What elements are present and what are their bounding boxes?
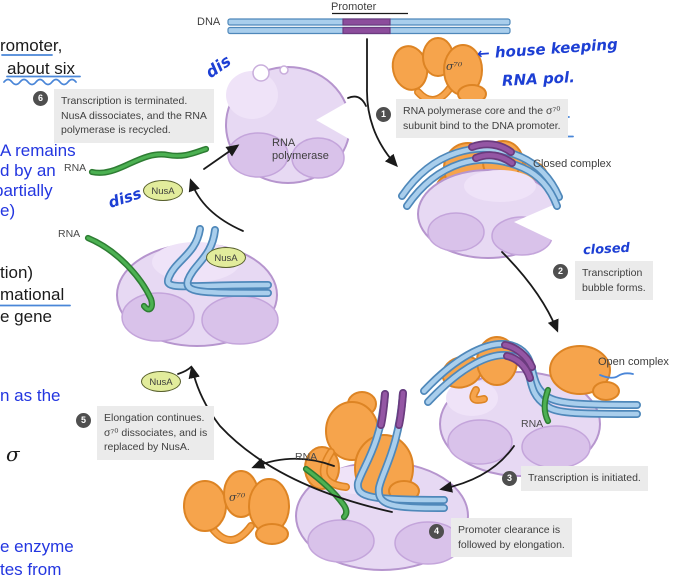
- promoter-region: [342, 18, 391, 26]
- arrow-polymerase-recycled: [203, 144, 240, 170]
- nusa-oval-bound: NusA: [206, 247, 246, 268]
- step-5-number: 5: [76, 413, 91, 428]
- arrow-elongation-continues: [188, 365, 393, 513]
- step-6-line2: NusA dissociates, and the RNA: [61, 109, 207, 122]
- step-6-line3: polymerase is recycled.: [61, 124, 171, 136]
- open-complex-label: Open complex: [598, 356, 669, 368]
- margin-note-7: mational: [0, 285, 65, 304]
- margin-note-3: d by an: [0, 161, 56, 180]
- arrow-sigma-dissociates: [251, 457, 335, 469]
- arrow-open-to-elongation: [439, 445, 515, 493]
- open-complex-underline: [599, 372, 634, 379]
- bottom-initiation-complex-art: [295, 389, 469, 571]
- handwriting-house-keeping-line2: RNA pol.: [501, 68, 576, 90]
- margin-note-12: tes from: [0, 560, 62, 579]
- margin-note-8: e gene: [0, 307, 52, 326]
- step-5-box: Elongation continues. σ⁷⁰ dissociates, a…: [97, 406, 215, 460]
- step-1-line2: subunit bind to the DNA promoter.: [403, 119, 561, 132]
- margin-note-2: A remains: [0, 141, 76, 160]
- handwriting-closed: closed: [582, 240, 631, 259]
- arrow-promoter-binding: [366, 38, 398, 168]
- step-4-line1: Promoter clearance is: [458, 524, 561, 536]
- arrow-closed-to-open: [501, 251, 559, 333]
- sigma-factor-blob-top: [391, 37, 487, 104]
- free-rna-polymerase-blob: [225, 64, 372, 184]
- step-5-line3: replaced by NusA.: [104, 441, 190, 453]
- step-2-box: Transcription bubble forms.: [575, 261, 653, 300]
- margin-note-10-sigma: σ: [6, 442, 20, 466]
- margin-note-0: romoter,: [0, 36, 63, 55]
- released-sigma-blob: [183, 470, 290, 545]
- margin-note-11: e enzyme: [0, 537, 74, 556]
- margin-note-6: tion): [0, 263, 34, 282]
- closed-complex-label: Closed complex: [533, 158, 612, 170]
- dna-label: DNA: [197, 16, 221, 28]
- step-2-line2: bubble forms.: [582, 281, 646, 294]
- step-5-line2: σ⁷⁰ dissociates, and is: [104, 426, 208, 439]
- sigma70-label-released: σ⁷⁰: [229, 491, 246, 504]
- rna-strand-released: [88, 145, 210, 176]
- step-5-line1: Elongation continues.: [104, 412, 205, 424]
- arrow-termination: [188, 178, 244, 232]
- step-6-box: Transcription is terminated. NusA dissoc…: [54, 89, 214, 143]
- sigma70-label-top: σ⁷⁰: [446, 60, 463, 73]
- step-4-number: 4: [429, 524, 444, 539]
- step-3-box: Transcription is initiated.: [521, 466, 648, 491]
- margin-note-1: about six: [7, 59, 76, 78]
- closed-complex-art: [398, 140, 563, 259]
- nusa-oval-free: NusA: [141, 371, 181, 392]
- wavy-underline: [3, 78, 77, 86]
- margin-note-4: partially: [0, 181, 53, 200]
- step-3-line1: Transcription is initiated.: [528, 472, 641, 484]
- step-6-number: 6: [33, 91, 48, 106]
- dna-strand-top: [227, 12, 511, 35]
- rna-label-nascent: RNA: [58, 228, 81, 240]
- arrow-nusa-joins: [177, 366, 192, 375]
- margin-note-5: e): [0, 201, 16, 220]
- margin-note-9: n as the: [0, 386, 61, 405]
- step-4-line2: followed by elongation.: [458, 538, 565, 551]
- cycle-arrows: [177, 38, 559, 513]
- rna-label-released: RNA: [64, 162, 87, 174]
- step-1-box: RNA polymerase core and the σ⁷⁰ subunit …: [396, 99, 568, 138]
- step-2-number: 2: [553, 264, 568, 279]
- step-6-line1: Transcription is terminated.: [61, 95, 188, 107]
- step-1-number: 1: [376, 107, 391, 122]
- open-complex-art: [420, 336, 641, 477]
- nusa-oval-released: NusA: [143, 180, 183, 201]
- step-1-line1: RNA polymerase core and the σ⁷⁰: [403, 105, 561, 117]
- rna-polymerase-label-line1: RNA: [272, 137, 296, 149]
- rna-polymerase-label-line2: polymerase: [272, 150, 329, 162]
- step-3-number: 3: [502, 471, 517, 486]
- step-4-box: Promoter clearance is followed by elonga…: [451, 518, 572, 557]
- promoter-label: Promoter: [331, 1, 377, 13]
- rna-label-initiation: RNA: [295, 451, 318, 463]
- elongation-complex-art: [84, 225, 279, 347]
- step-2-line1: Transcription: [582, 267, 643, 279]
- rna-label-open-complex: RNA: [521, 418, 544, 430]
